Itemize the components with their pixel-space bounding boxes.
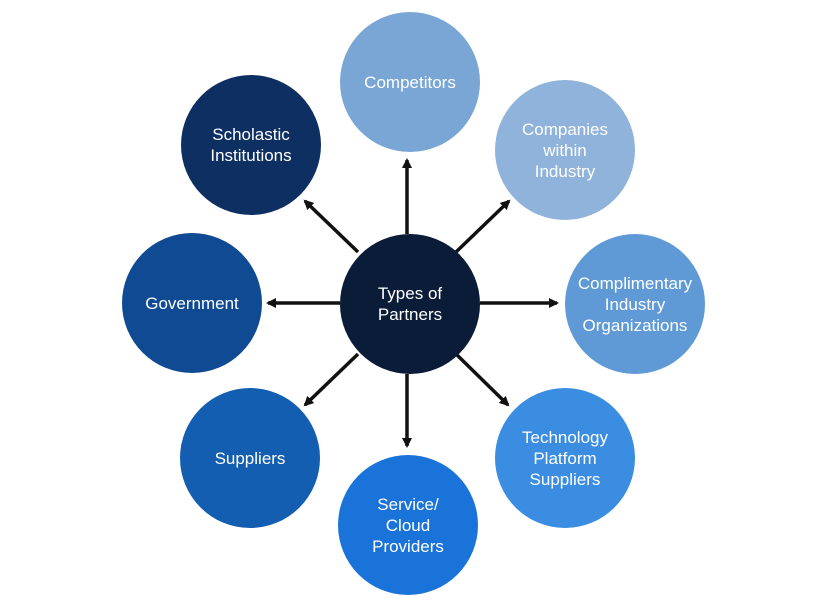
center-node-types-of-partners: Types of Partners	[340, 234, 480, 374]
node-companies-within-industry: Companies within Industry	[495, 80, 635, 220]
arrow-to-scholastic	[303, 199, 360, 254]
arrow-to-suppliers	[303, 352, 360, 407]
node-competitors: Competitors	[340, 12, 480, 152]
arrow-to-technology	[454, 352, 510, 407]
node-suppliers: Suppliers	[180, 388, 320, 528]
node-technology-platform-suppliers: Technology Platform Suppliers	[495, 388, 635, 528]
node-service-cloud-providers: Service/ Cloud Providers	[338, 455, 478, 595]
node-complimentary-industry-organizations: Complimentary Industry Organizations	[565, 234, 705, 374]
node-government: Government	[122, 233, 262, 373]
node-scholastic-institutions: Scholastic Institutions	[181, 75, 321, 215]
arrow-to-companies	[454, 199, 511, 254]
